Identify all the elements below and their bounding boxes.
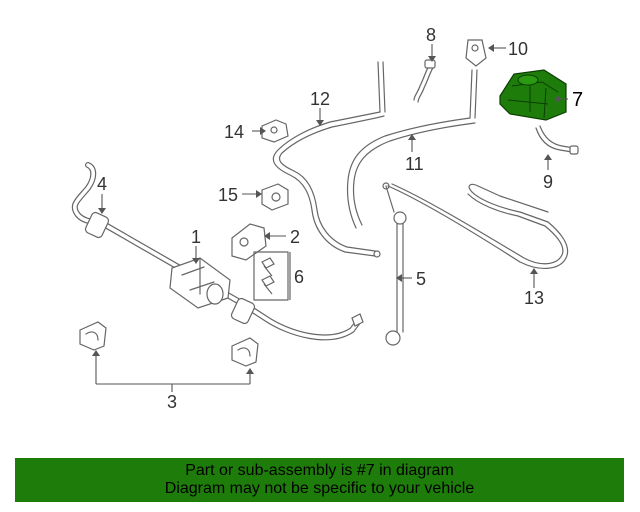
callout-10: 10 — [508, 39, 528, 59]
notice-line-1: Part or sub-assembly is #7 in diagram — [185, 462, 454, 479]
callout-7: 7 — [572, 89, 583, 111]
callout-14: 14 — [224, 122, 244, 142]
callout-6: 6 — [294, 267, 304, 287]
hose-9 — [535, 125, 579, 155]
clip-15 — [261, 183, 289, 211]
callout-5: 5 — [416, 269, 426, 289]
hose-12 — [272, 61, 386, 258]
hose-11 — [346, 69, 478, 229]
fitting-8 — [413, 59, 436, 103]
callout-15: 15 — [218, 185, 238, 205]
callout-11: 11 — [405, 154, 424, 174]
hose-13 — [382, 182, 569, 269]
clip-14 — [261, 119, 289, 143]
stabilizer-link-5 — [385, 185, 407, 346]
bushing-brackets — [79, 321, 259, 367]
bracket-10 — [465, 39, 487, 67]
callout-9: 9 — [543, 172, 553, 192]
leader-lines — [92, 44, 568, 392]
callout-1: 1 — [191, 227, 201, 247]
reservoir-part-7 — [499, 69, 567, 121]
diagram-notice-banner: Part or sub-assembly is #7 in diagram Di… — [15, 458, 624, 502]
callout-13: 13 — [524, 288, 544, 308]
callout-4: 4 — [97, 174, 107, 194]
stabilizer-bar — [71, 162, 364, 341]
bracket-2 — [231, 223, 267, 261]
callout-12: 12 — [310, 89, 330, 109]
callout-2: 2 — [290, 227, 300, 247]
stabilizer-actuator — [169, 257, 231, 309]
notice-line-2: Diagram may not be specific to your vehi… — [164, 480, 475, 497]
callout-8: 8 — [426, 25, 436, 45]
parts-diagram: 1 2 3 4 5 6 7 8 9 10 11 12 13 14 15 — [71, 25, 583, 412]
bolts-6 — [253, 251, 289, 301]
callout-3: 3 — [167, 392, 177, 412]
